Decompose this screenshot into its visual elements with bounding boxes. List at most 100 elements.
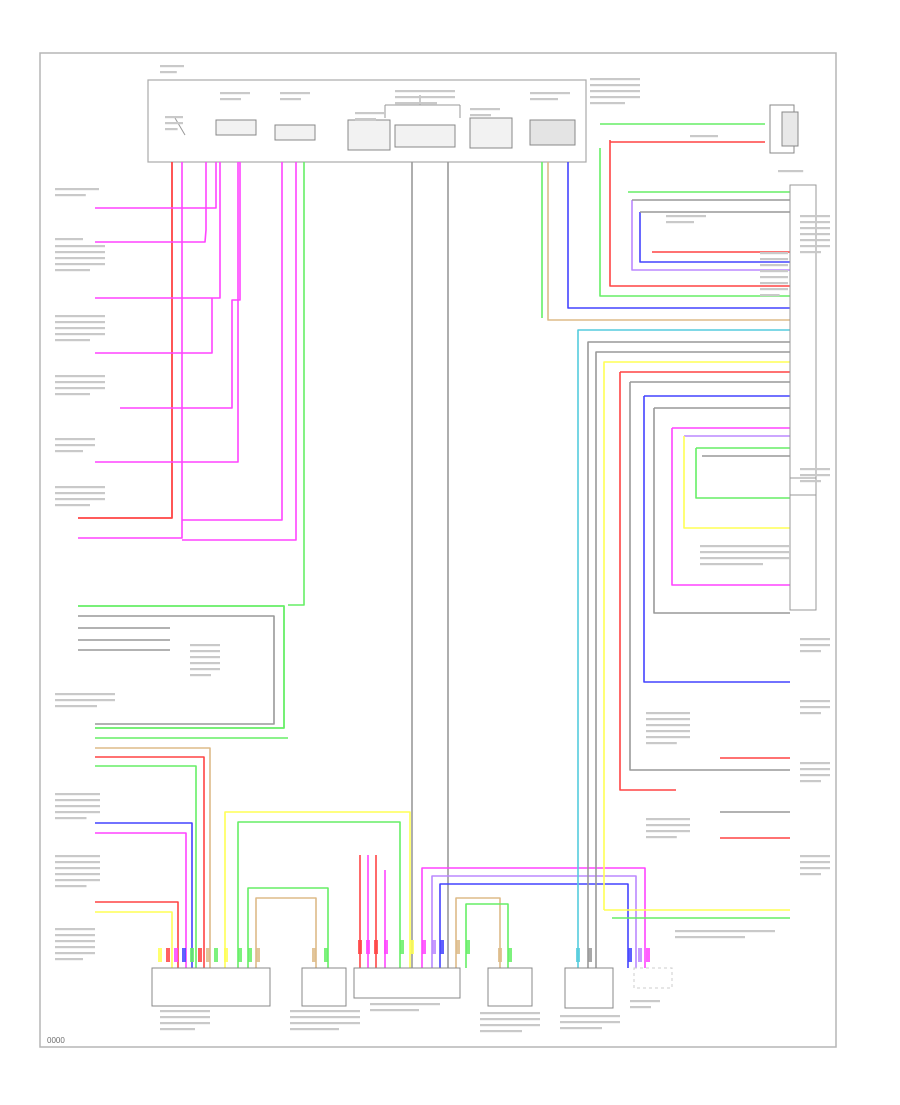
blurred-label: [55, 194, 86, 197]
wire: [95, 756, 205, 968]
blurred-label: [55, 928, 95, 931]
blurred-label: [55, 245, 105, 248]
connector-pin: [410, 940, 414, 954]
blurred-label: [800, 480, 821, 483]
wire: [609, 140, 790, 287]
blurred-label: [55, 375, 105, 378]
wire: [577, 329, 790, 968]
connector-pin: [508, 948, 512, 962]
main-control-module: [147, 79, 587, 163]
top-right-sensor: [769, 104, 799, 154]
blurred-label: [800, 221, 830, 224]
wire: [619, 372, 676, 791]
blurred-label: [800, 855, 830, 858]
blurred-label: [690, 135, 718, 138]
connector-pin: [312, 948, 316, 962]
connector-pin: [174, 948, 178, 962]
blurred-label: [55, 321, 105, 324]
wire: [643, 396, 790, 683]
blurred-label: [760, 270, 788, 273]
wire: [95, 822, 193, 968]
blurred-label: [778, 170, 804, 173]
blurred-label: [800, 468, 830, 471]
wire: [120, 162, 241, 409]
wire: [587, 341, 790, 968]
blurred-label: [760, 252, 788, 255]
blurred-label: [55, 438, 95, 441]
blurred-label: [55, 867, 100, 870]
connector-pin: [158, 948, 162, 962]
connector-pin: [182, 948, 186, 962]
blurred-label: [55, 450, 83, 453]
blurred-label: [55, 952, 95, 955]
blurred-label: [55, 188, 99, 191]
wire: [439, 883, 629, 968]
blurred-label: [55, 327, 105, 330]
blurred-label: [160, 1016, 210, 1019]
wire: [95, 162, 207, 243]
blurred-label: [55, 269, 90, 272]
wire: [455, 897, 501, 968]
blurred-label: [395, 90, 455, 93]
blurred-label: [190, 668, 220, 671]
connector-pin: [206, 948, 210, 962]
blurred-label: [55, 805, 100, 808]
blurred-label: [760, 282, 788, 285]
blurred-label: [190, 644, 220, 647]
blurred-label: [190, 650, 220, 653]
blurred-label: [55, 699, 115, 702]
blurred-label: [646, 836, 677, 839]
blurred-label: [530, 98, 558, 101]
blurred-label: [160, 1010, 210, 1013]
blurred-label: [55, 705, 97, 708]
blurred-label: [666, 221, 694, 224]
blurred-label: [800, 712, 821, 715]
label-group: [55, 65, 830, 1033]
connector-pin: [466, 940, 470, 954]
blurred-label: [370, 1009, 419, 1012]
blurred-label: [666, 215, 706, 218]
wire: [639, 212, 790, 263]
blurred-label: [800, 650, 821, 653]
blurred-label: [55, 885, 87, 888]
wire: [247, 887, 329, 968]
blurred-label: [646, 712, 690, 715]
blurred-label: [800, 873, 821, 876]
blurred-label: [800, 215, 830, 218]
blurred-label: [646, 724, 690, 727]
blurred-label: [55, 333, 105, 336]
wire: [95, 747, 211, 968]
blurred-label: [55, 504, 90, 507]
blurred-label: [760, 288, 788, 291]
blurred-label: [800, 861, 830, 864]
blurred-label: [800, 227, 830, 230]
bottom-modules: [151, 967, 673, 1009]
blurred-label: [800, 706, 830, 709]
blurred-label: [55, 315, 105, 318]
connector-pin: [324, 948, 328, 962]
wire: [95, 901, 179, 968]
wire: [237, 821, 401, 968]
wire: [78, 162, 173, 519]
wire: [431, 875, 637, 968]
wire: [95, 162, 239, 463]
blurred-label: [646, 718, 690, 721]
blurred-label: [160, 65, 184, 68]
connector-pin: [256, 948, 260, 962]
blurred-label: [55, 811, 100, 814]
blurred-label: [190, 656, 220, 659]
blurred-label: [646, 824, 690, 827]
blurred-label: [55, 263, 105, 266]
blurred-label: [800, 762, 830, 765]
connector-pin: [422, 940, 426, 954]
connector-pin: [576, 948, 580, 962]
blurred-label: [800, 644, 830, 647]
blurred-label: [290, 1022, 360, 1025]
blurred-label: [160, 1022, 210, 1025]
wire: [95, 162, 217, 209]
blurred-label: [280, 98, 301, 101]
connector-pin: [374, 940, 378, 954]
blurred-label: [630, 1006, 651, 1009]
wire: [653, 408, 790, 614]
blurred-label: [480, 1030, 522, 1033]
